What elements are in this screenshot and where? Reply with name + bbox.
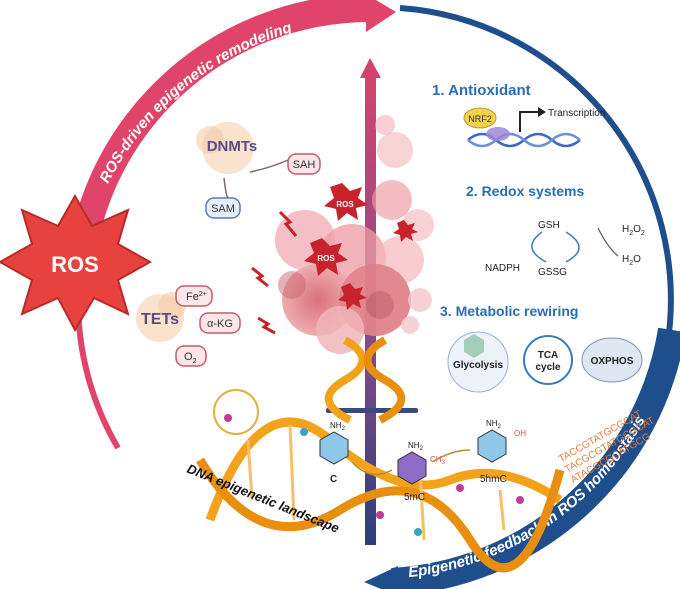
h2o2-label: H2O2 (622, 224, 645, 237)
ros-remodeling-arrowhead (366, 0, 396, 32)
ros-burst: ROS (0, 193, 153, 333)
tet-complex: TETs Fe2+ α-KG O2 (136, 285, 241, 367)
nadph-label: NADPH (485, 263, 520, 274)
redox-heading: 2. Redox systems (466, 183, 584, 199)
metabolic-heading: 3. Metabolic rewiring (440, 303, 578, 319)
tet-title: TETs (141, 311, 179, 328)
glycolysis-label: Glycolysis (453, 360, 503, 371)
gssg-label: GSSG (538, 267, 567, 278)
mc-nh2: NH2 (408, 441, 424, 452)
cell-ros-label-2: ROS (317, 254, 335, 263)
tca-label-1: TCA (538, 350, 559, 361)
o2-label: O2 (184, 351, 197, 365)
c-label: C (330, 474, 337, 485)
ros-burst-label: ROS (51, 252, 99, 277)
lightning-bolt-1 (278, 210, 298, 237)
c-nh2: NH2 (330, 421, 346, 432)
gsh-label: GSH (538, 220, 560, 231)
tca-label-2: cycle (535, 362, 560, 373)
ros-remodeling-arc-lower (74, 299, 121, 450)
cell-ros-star-3 (338, 283, 367, 310)
lightning-bolt-2 (251, 266, 269, 288)
lightning-bolt-3 (257, 316, 276, 335)
h2o-label: H2O (622, 254, 641, 267)
feedback-arc-thick (391, 327, 680, 589)
akg-label: α-KG (207, 318, 233, 330)
cell-ros-star-2 (304, 238, 348, 276)
nrf2-label: NRF2 (468, 114, 492, 124)
hmc-label: 5hmC (480, 474, 507, 485)
oxphos-label: OXPHOS (591, 356, 634, 367)
antioxidant-section: 1. Antioxidant NRF2 Transcription (432, 82, 605, 148)
hmc-oh: OH (514, 429, 526, 438)
antioxidant-heading: 1. Antioxidant (432, 82, 531, 99)
cell-ros-star-1 (324, 183, 368, 221)
fe-label: Fe2+ (186, 291, 207, 303)
hmc-nh2: NH2 (486, 419, 502, 430)
ros-burst-star (0, 193, 153, 333)
sah-label: SAH (293, 159, 316, 171)
metabolic-section: 3. Metabolic rewiring Glycolysis TCA cyc… (440, 303, 643, 393)
cell-ros-label-1: ROS (336, 200, 354, 209)
feedback-arrowhead (364, 566, 398, 589)
sam-label: SAM (211, 203, 235, 215)
cytosine-modifications: NH2 C NH2 CH3 5mC NH2 OH 5hmC (319, 419, 526, 503)
transcription-label: Transcription (548, 108, 605, 119)
cell-ros-star-4 (393, 220, 418, 242)
mc-label: 5mC (404, 492, 425, 503)
redox-section: 2. Redox systems GSH GSSG NADPH H2O2 H2O (466, 183, 645, 278)
dnmt-title: DNMTs (207, 138, 258, 155)
cell-ros-markers: ROS ROS (251, 183, 418, 335)
dnmt-complex: DNMTs SAH SAM (196, 122, 321, 219)
